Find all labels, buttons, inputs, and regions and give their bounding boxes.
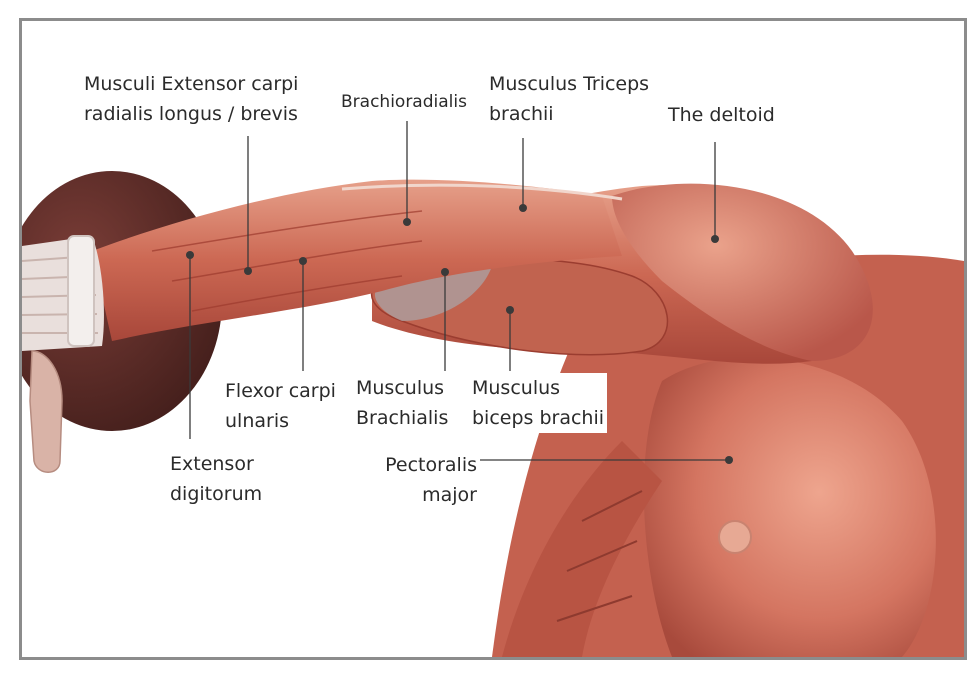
- arm-muscle-illustration: [22, 121, 964, 657]
- label-line: Brachioradialis: [341, 92, 467, 112]
- label-line: Brachialis: [356, 407, 449, 429]
- wrist-band: [67, 235, 95, 347]
- label-line: Pectoralis: [385, 454, 477, 476]
- label-line: brachii: [489, 103, 554, 125]
- label-pectoralis-major: Pectoralis major: [374, 450, 480, 510]
- forearm: [92, 179, 622, 341]
- diagram-frame: Musculi Extensor carpi radialis longus /…: [19, 18, 967, 660]
- pectoralis-major-shape: [643, 357, 936, 657]
- label-flexor-carpi-ulnaris: Flexor carpi ulnaris: [222, 376, 339, 436]
- leader-lines: [189, 121, 729, 461]
- label-line: digitorum: [170, 483, 263, 505]
- label-line: The deltoid: [668, 104, 775, 126]
- leader-dots: [186, 204, 733, 464]
- label-line: Musculus: [356, 377, 445, 399]
- nipple: [718, 520, 752, 554]
- label-brachialis: Musculus Brachialis: [353, 373, 452, 433]
- label-extensor-digitorum: Extensor digitorum: [160, 449, 277, 509]
- label-deltoid: The deltoid: [668, 100, 775, 130]
- deltoid-shape: [612, 183, 873, 361]
- label-triceps-brachii: Musculus Triceps brachii: [489, 69, 649, 129]
- label-line: Flexor carpi: [225, 380, 336, 402]
- label-biceps-brachii: Musculus biceps brachii: [469, 373, 608, 433]
- label-brachioradialis: Brachioradialis: [341, 87, 467, 117]
- label-line: Extensor: [170, 453, 254, 475]
- label-extensor-carpi-radialis: Musculi Extensor carpi radialis longus /…: [84, 69, 298, 129]
- label-line: Musculi Extensor carpi: [84, 73, 299, 95]
- label-line: major: [422, 484, 477, 506]
- label-line: ulnaris: [225, 410, 289, 432]
- label-line: radialis longus / brevis: [84, 103, 298, 125]
- label-line: biceps brachii: [472, 407, 605, 429]
- label-line: Musculus Triceps: [489, 73, 650, 95]
- thumb: [29, 350, 63, 473]
- label-line: Musculus: [472, 377, 561, 399]
